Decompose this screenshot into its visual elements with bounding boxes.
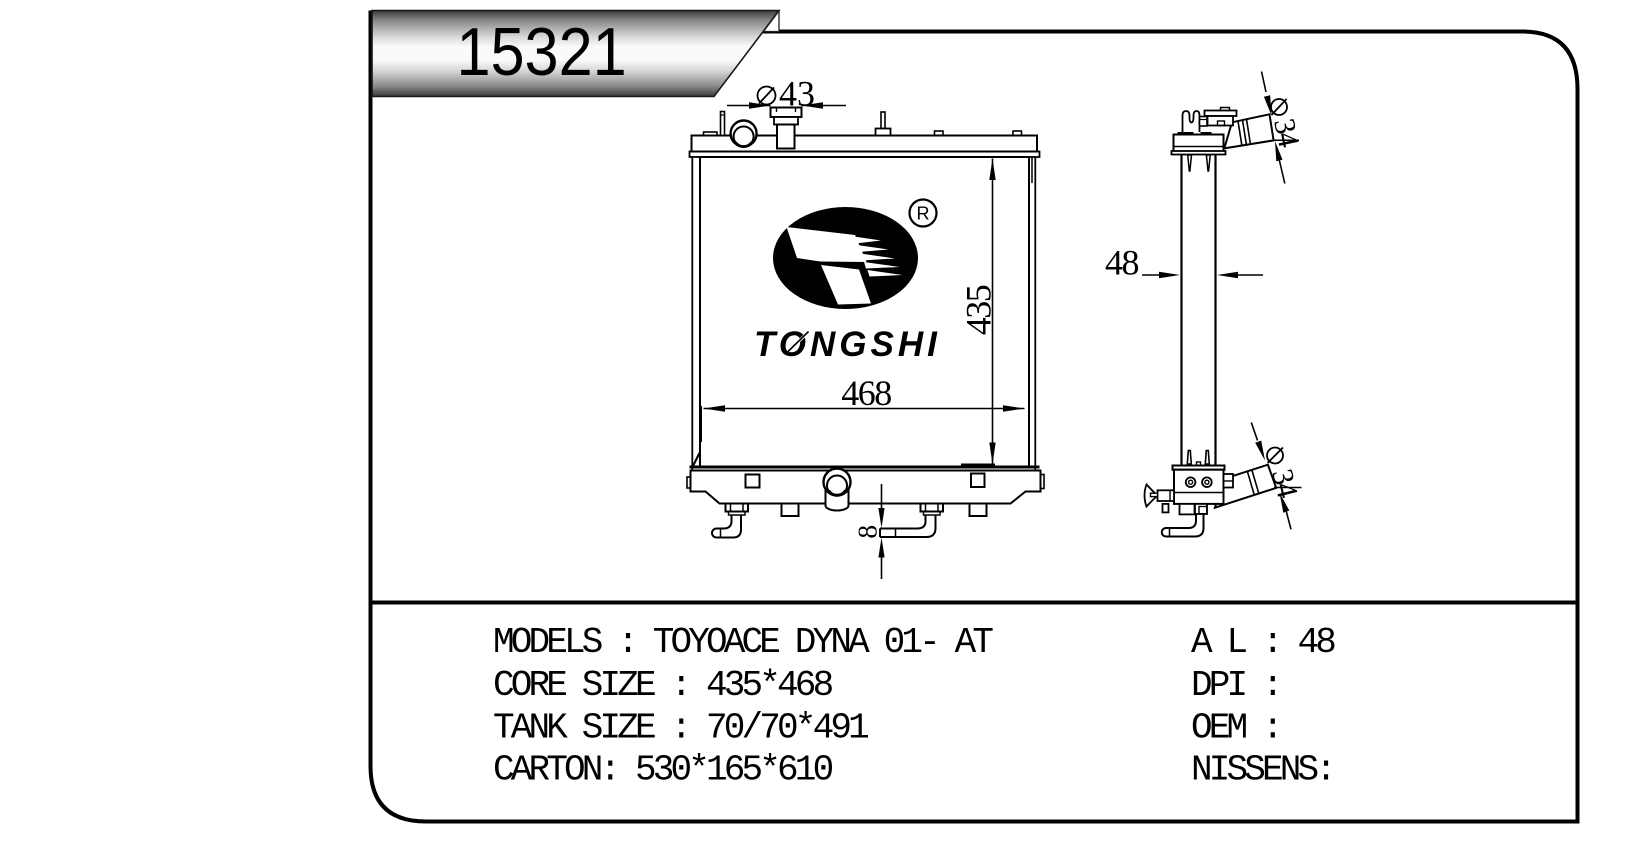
svg-text:TONGSHI: TONGSHI [754,325,941,364]
svg-text:CORE SIZE : 435*468: CORE SIZE : 435*468 [493,665,833,706]
svg-text:8: 8 [852,526,883,539]
svg-text:CARTON: 530*165*610: CARTON: 530*165*610 [493,750,833,791]
svg-text:468: 468 [841,373,891,413]
svg-text:DPI :: DPI : [1191,665,1280,706]
svg-text:48: 48 [1105,243,1139,283]
svg-text:NISSENS:: NISSENS: [1191,750,1333,791]
svg-text:A L : 48: A L : 48 [1191,622,1335,663]
svg-text:TANK SIZE : 70/70*491: TANK SIZE : 70/70*491 [493,708,868,749]
svg-text:MODELS : TOYOACE DYNA 01- AT: MODELS : TOYOACE DYNA 01- AT [493,622,993,663]
svg-text:435: 435 [959,285,999,335]
svg-text:43: 43 [779,74,815,114]
svg-text:15321: 15321 [457,13,627,90]
svg-text:R: R [917,204,930,224]
svg-text:OEM :: OEM : [1191,708,1280,749]
